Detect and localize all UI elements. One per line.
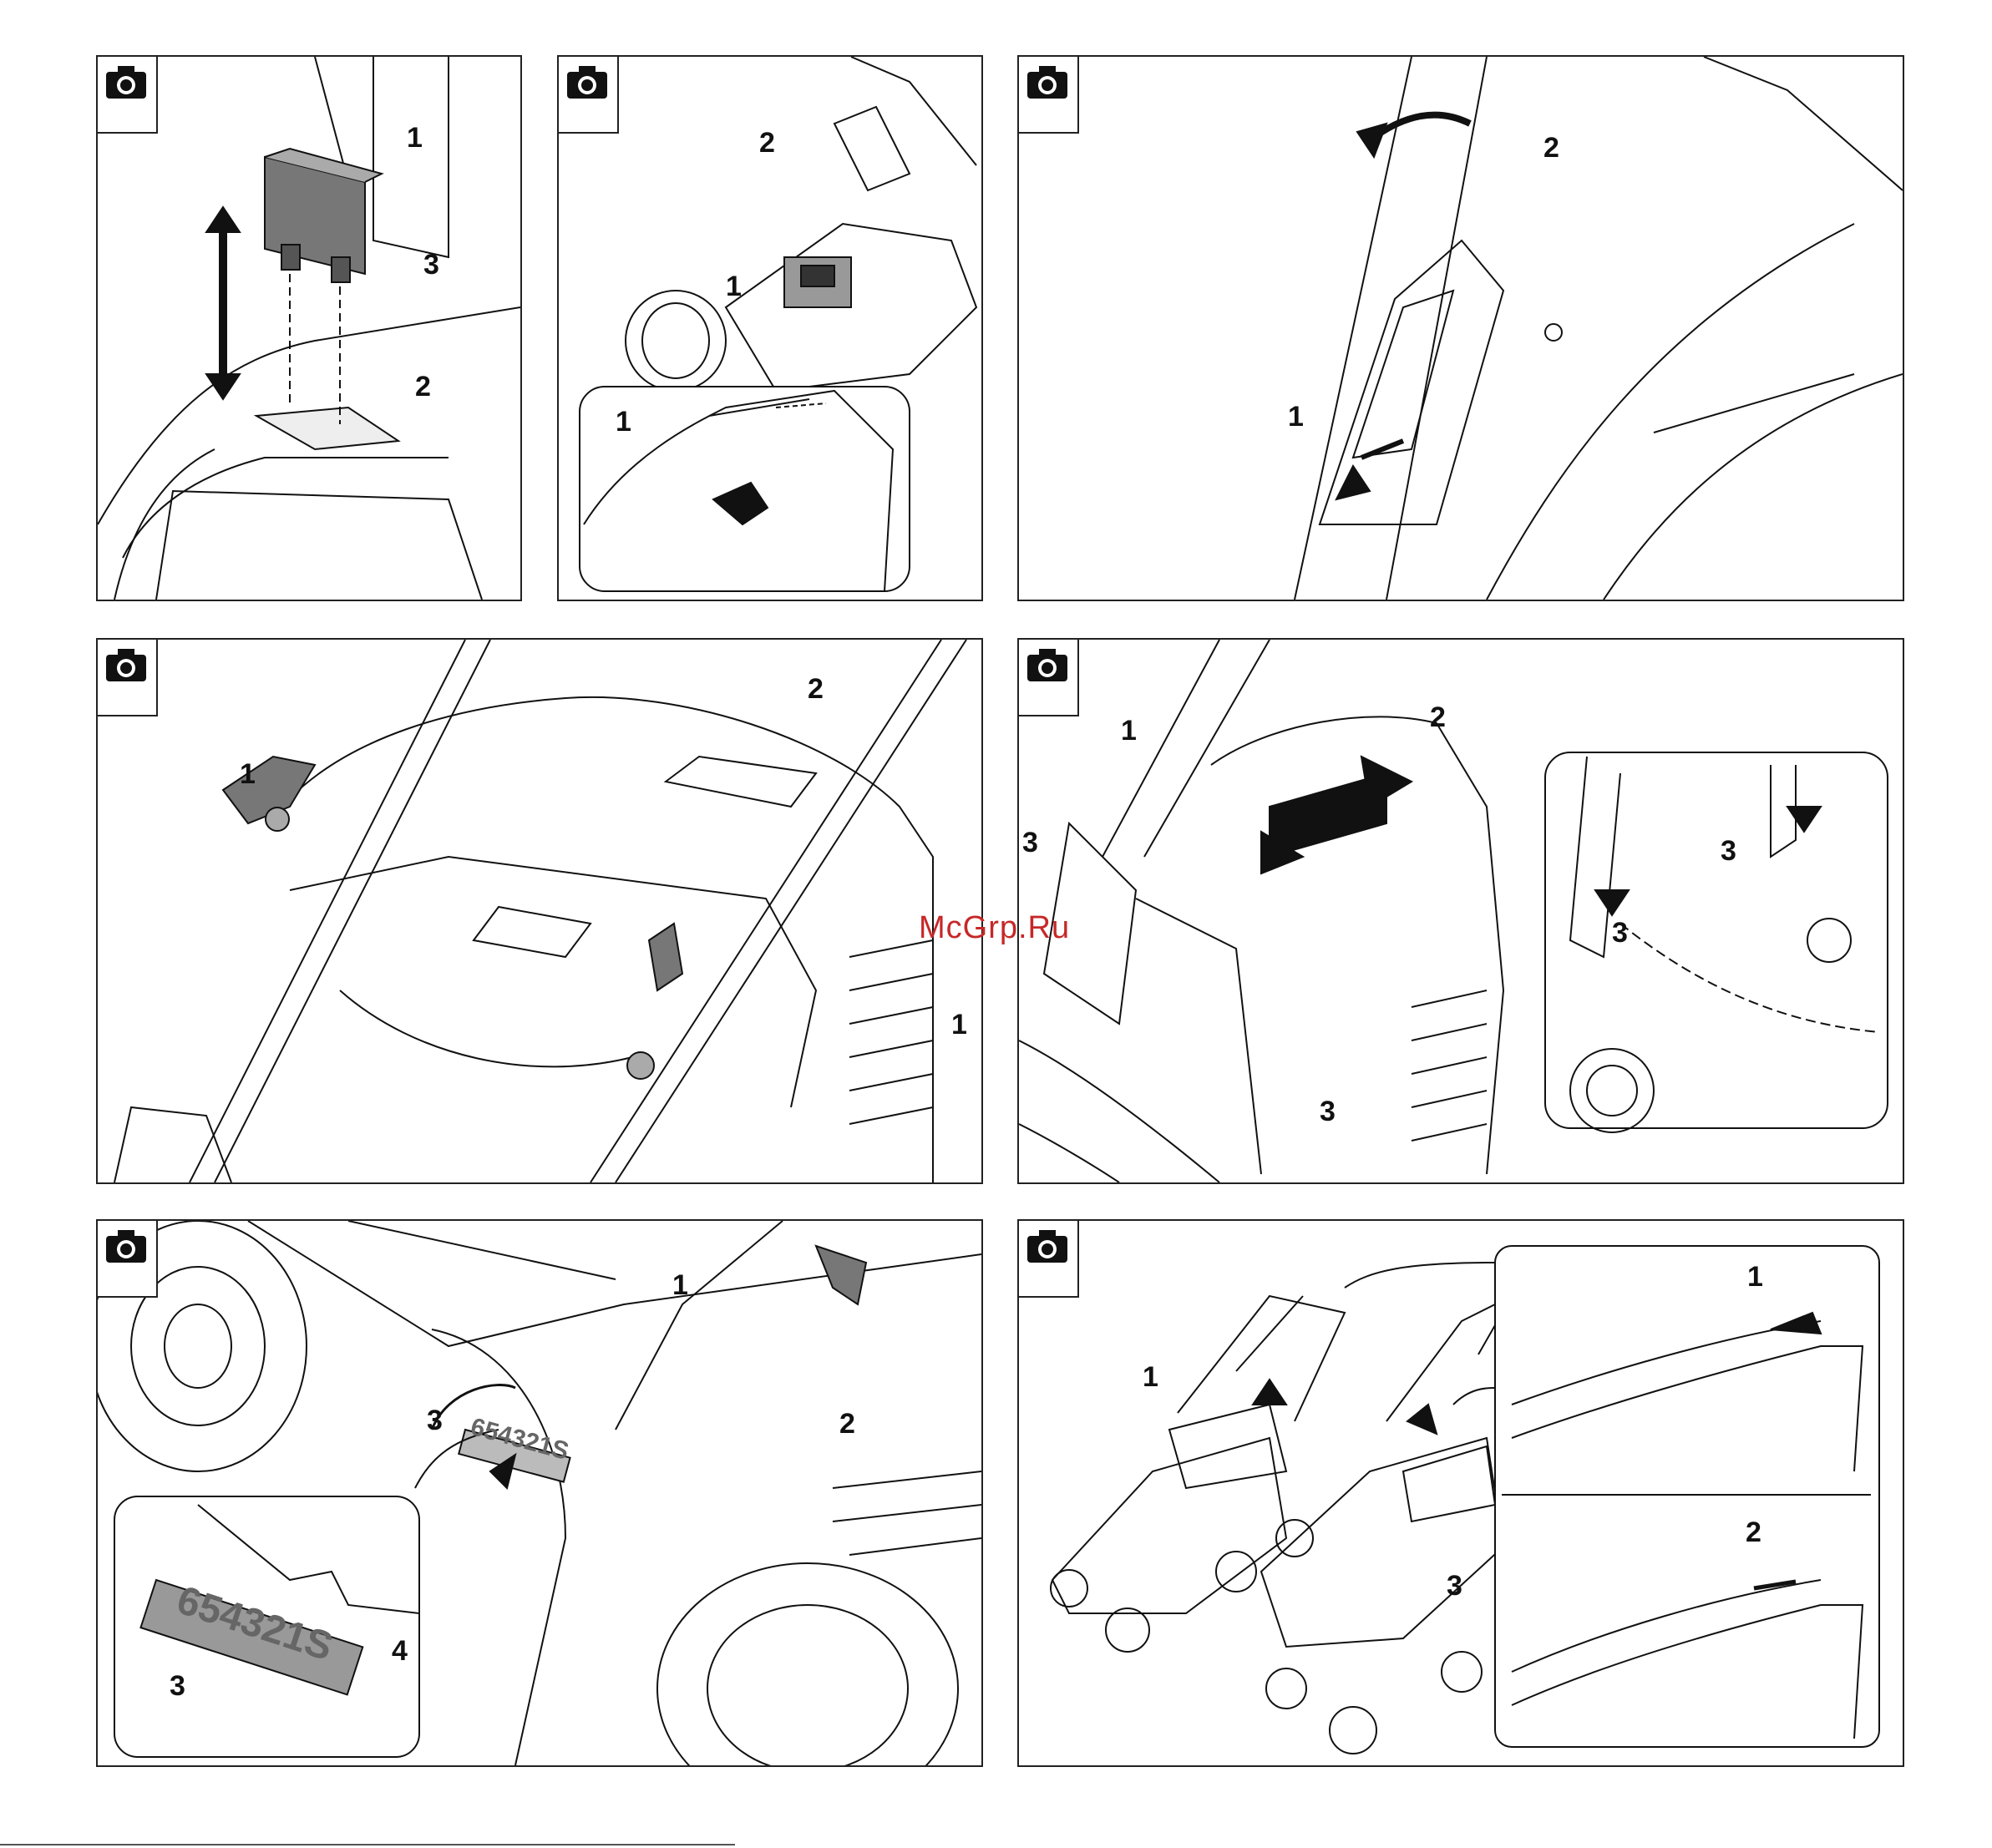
figure-panel-5: 1 2 3 3 3 3 — [1017, 638, 1904, 1184]
handle-fold-illustration — [1019, 57, 1903, 600]
figure-panel-7: 1 2 1 3 — [1017, 1219, 1904, 1767]
callout-label: 1 — [1747, 1263, 1763, 1291]
camera-icon — [1026, 1228, 1069, 1264]
callout-label: 2 — [759, 129, 775, 157]
footer-divider — [0, 1844, 735, 1845]
figure-panel-3: 2 1 — [1017, 55, 1904, 601]
callout-label: 1 — [240, 760, 256, 788]
camera-icon — [104, 1228, 148, 1264]
battery-insert-illustration — [98, 57, 520, 600]
cutting-height-illustration — [98, 1221, 981, 1765]
callout-label: 1 — [726, 272, 742, 301]
camera-icon-box — [1019, 640, 1079, 716]
callout-label: 1 — [407, 124, 423, 152]
callout-label: 3 — [1320, 1097, 1336, 1126]
catcher-level-illustration — [1019, 1221, 1903, 1765]
camera-icon-box — [98, 57, 158, 134]
callout-label: 1 — [1288, 403, 1304, 431]
figure-panel-2: 2 1 1 — [557, 55, 983, 601]
callout-label: 4 — [392, 1637, 408, 1665]
figure-panel-4: 2 1 1 — [96, 638, 983, 1184]
camera-icon — [104, 646, 148, 683]
camera-icon — [104, 63, 148, 100]
grass-catcher-illustration — [1019, 640, 1903, 1182]
callout-label: 3 — [427, 1406, 443, 1435]
figure-panel-1: 1 3 2 — [96, 55, 522, 601]
camera-icon — [1026, 63, 1069, 100]
callout-label: 3 — [1447, 1572, 1462, 1600]
callout-label: 1 — [951, 1010, 967, 1039]
callout-label: 2 — [1430, 703, 1446, 732]
camera-icon-box — [1019, 1221, 1079, 1298]
camera-icon-box — [98, 640, 158, 716]
callout-label: 3 — [170, 1672, 185, 1700]
handle-clamp-illustration — [98, 640, 981, 1182]
callout-label: 3 — [1721, 837, 1736, 865]
callout-label: 1 — [616, 408, 631, 436]
callout-label: 2 — [1543, 134, 1559, 162]
callout-label: 1 — [1121, 716, 1137, 745]
callout-label: 2 — [1746, 1518, 1761, 1547]
callout-label: 2 — [415, 372, 431, 401]
callout-label: 1 — [1143, 1363, 1158, 1391]
callout-label: 3 — [1612, 919, 1628, 947]
callout-label: 1 — [672, 1271, 688, 1299]
figure-panel-6: 654321S 654321S 1 3 2 3 4 — [96, 1219, 983, 1767]
callout-label: 3 — [1022, 828, 1038, 857]
camera-icon — [565, 63, 609, 100]
camera-icon-box — [98, 1221, 158, 1298]
callout-label: 3 — [423, 251, 439, 279]
camera-icon-box — [559, 57, 619, 134]
callout-label: 2 — [808, 675, 824, 703]
camera-icon-box — [1019, 57, 1079, 134]
camera-icon — [1026, 646, 1069, 683]
watermark-text: McGrp.Ru — [919, 910, 1070, 946]
callout-label: 2 — [839, 1410, 855, 1438]
